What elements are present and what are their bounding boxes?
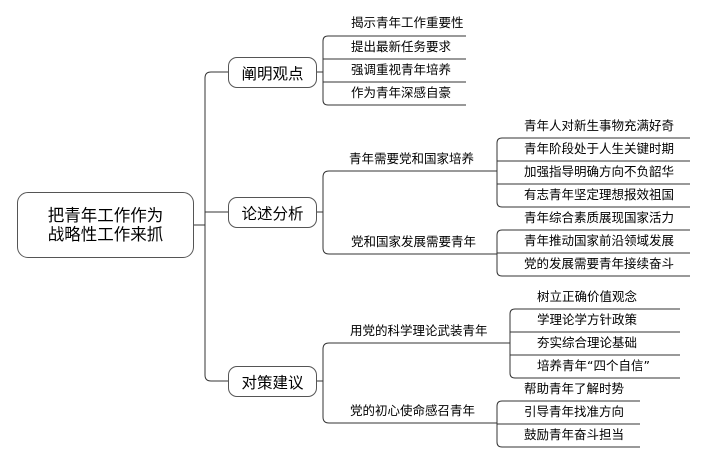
connector-line bbox=[322, 342, 497, 350]
connector-line bbox=[322, 416, 497, 424]
sub-node: 青年需要党和国家培养 bbox=[349, 151, 475, 166]
connector-line bbox=[322, 247, 497, 255]
leaf-node: 加强指导明确方向不负韶华 bbox=[524, 164, 675, 179]
branch-label: 阐明观点 bbox=[241, 64, 304, 83]
leaf-node: 树立正确价值观念 bbox=[537, 289, 638, 304]
connector-line bbox=[496, 201, 690, 208]
connector-line bbox=[496, 137, 690, 144]
sub-node: 用党的科学理论武装青年 bbox=[350, 323, 488, 338]
leaf-node: 夯实综合理论基础 bbox=[537, 335, 638, 350]
connector-line bbox=[204, 71, 228, 79]
sub-node: 党和国家发展需要青年 bbox=[351, 234, 477, 249]
leaf-node: 青年人对新生事物充满好奇 bbox=[524, 118, 675, 133]
leaf-node: 引导青年找准方向 bbox=[524, 404, 625, 419]
branch-node-suggestions: 对策建议 bbox=[228, 366, 317, 397]
connector-line bbox=[509, 372, 680, 379]
leaf-node: 青年推动国家前沿领域发展 bbox=[524, 233, 675, 248]
connector-line bbox=[322, 99, 466, 106]
connector-line bbox=[496, 400, 640, 407]
leaf-node: 帮助青年了解时势 bbox=[524, 381, 625, 396]
leaf-node: 有志青年坚定理想报效祖国 bbox=[524, 187, 675, 202]
branch-label: 对策建议 bbox=[241, 373, 304, 392]
root-node-text: 把青年工作作为 战略性工作来抓 bbox=[47, 206, 164, 244]
leaf-node: 培养青年“四个自信” bbox=[537, 358, 650, 373]
connector-line bbox=[204, 374, 228, 382]
branch-label: 论述分析 bbox=[241, 204, 304, 223]
branch-node-viewpoint: 阐明观点 bbox=[228, 57, 317, 88]
connector-line bbox=[496, 441, 640, 448]
leaf-node: 党的发展需要青年接续奋斗 bbox=[524, 256, 675, 271]
leaf-node: 强调重视青年培养 bbox=[351, 62, 452, 77]
leaf-node: 学理论学方针政策 bbox=[537, 312, 638, 327]
root-node: 把青年工作作为 战略性工作来抓 bbox=[17, 192, 194, 258]
leaf-node: 提出最新任务要求 bbox=[351, 39, 452, 54]
connector-line bbox=[496, 270, 690, 277]
leaf-node: 揭示青年工作重要性 bbox=[351, 15, 464, 30]
leaf-node: 作为青年深感自豪 bbox=[351, 85, 452, 100]
leaf-node: 青年阶段处于人生关键时期 bbox=[524, 141, 675, 156]
branch-node-analysis: 论述分析 bbox=[228, 197, 317, 228]
leaf-node: 青年综合素质展现国家活力 bbox=[524, 210, 675, 225]
connector-line bbox=[496, 229, 690, 236]
connector-line bbox=[509, 308, 680, 315]
sub-node: 党的初心使命感召青年 bbox=[350, 403, 476, 418]
leaf-node: 鼓励青年奋斗担当 bbox=[524, 427, 625, 442]
connector-line bbox=[322, 170, 497, 178]
connector-line bbox=[322, 35, 466, 42]
